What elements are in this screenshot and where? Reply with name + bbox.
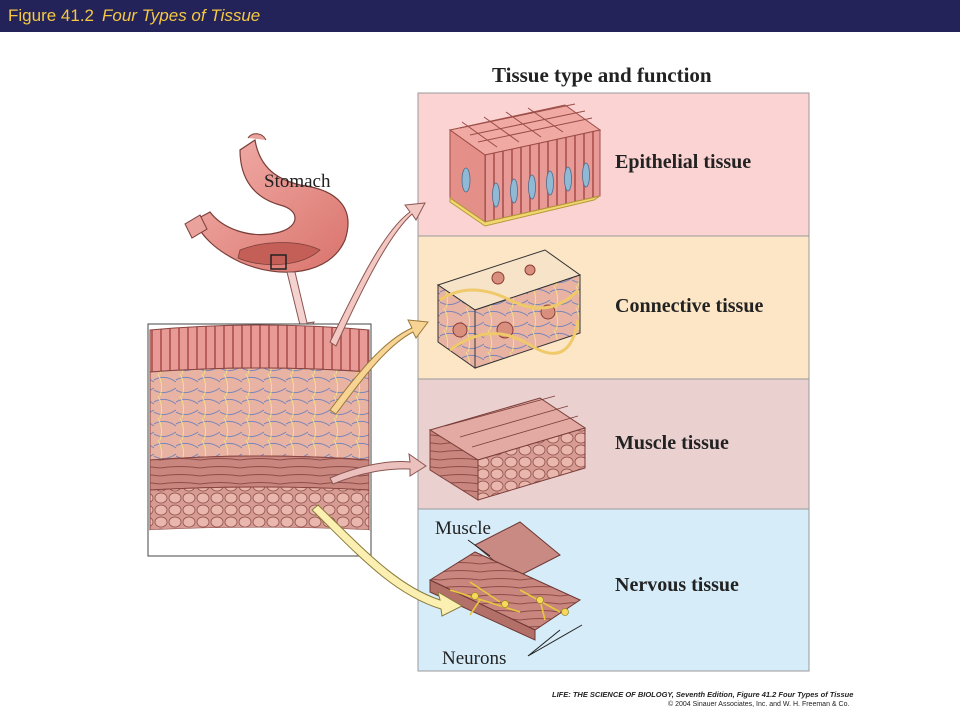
nervous-illustration: [428, 521, 582, 641]
arrow-to-connective: [329, 319, 429, 415]
muscle-label: Muscle tissue: [615, 432, 729, 454]
muscle-callout-line: [467, 539, 491, 557]
panel-heading: Tissue type and function: [492, 63, 712, 87]
nervous-label: Nervous tissue: [615, 574, 739, 596]
stomach-illustration: [184, 133, 349, 273]
arrow-to-nervous: [311, 504, 464, 617]
credit-line-2: © 2004 Sinauer Associates, Inc. and W. H…: [668, 701, 850, 708]
figure-credit: LIFE: THE SCIENCE OF BIOLOGY, Seventh Ed…: [552, 690, 952, 708]
muscle-callout-label: Muscle: [435, 518, 491, 539]
stomach-wall-cross-section: [147, 323, 372, 557]
figure-number: Figure 41.2: [8, 6, 94, 25]
epithelial-illustration: [448, 103, 602, 227]
neurons-callout-label: Neurons: [442, 648, 506, 669]
connective-label: Connective tissue: [615, 295, 763, 317]
muscle-illustration: [428, 395, 587, 501]
connective-illustration: [436, 249, 582, 369]
arrow-to-muscle: [329, 452, 427, 485]
credit-line-1: LIFE: THE SCIENCE OF BIOLOGY, Seventh Ed…: [552, 690, 854, 699]
figure-title: Four Types of Tissue: [102, 6, 261, 25]
epithelial-label: Epithelial tissue: [615, 151, 751, 173]
arrow-to-epithelial: [329, 202, 426, 347]
stomach-label: Stomach: [264, 171, 331, 192]
neurons-callout-lines: [527, 624, 583, 657]
figure-title-bar: Figure 41.2 Four Types of Tissue: [0, 0, 960, 32]
